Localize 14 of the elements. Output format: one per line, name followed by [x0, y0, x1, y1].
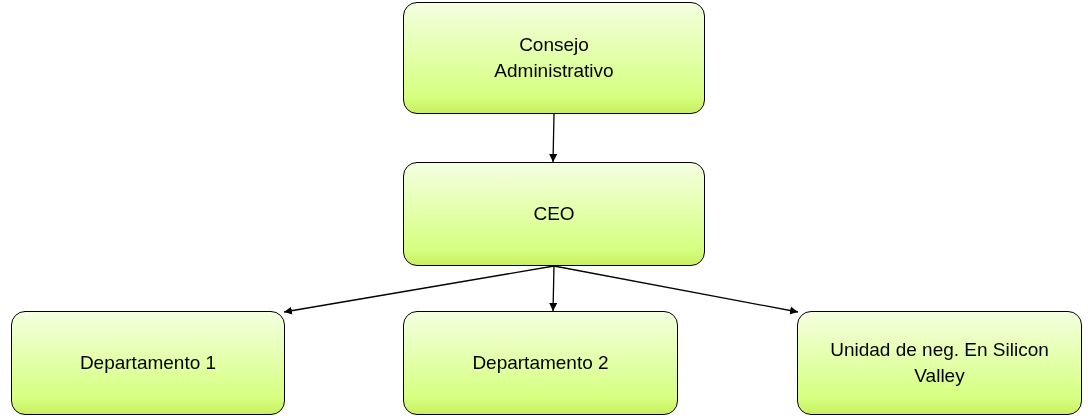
org-box — [403, 162, 705, 266]
org-box — [403, 311, 678, 415]
arrow — [283, 265, 555, 315]
org-box — [797, 311, 1082, 415]
arrow — [549, 265, 558, 312]
org-box — [403, 2, 705, 114]
box-label: Departamento 2 — [471, 351, 610, 376]
box-label: Departamento 1 — [78, 351, 218, 376]
arrow — [549, 113, 558, 163]
org-box — [11, 311, 285, 415]
box-label: Consejo Administrativo — [493, 33, 615, 83]
box-label: CEO — [532, 202, 576, 227]
arrow — [553, 265, 799, 315]
box-label: Unidad de neg. En Silicon Valley — [829, 338, 1050, 388]
